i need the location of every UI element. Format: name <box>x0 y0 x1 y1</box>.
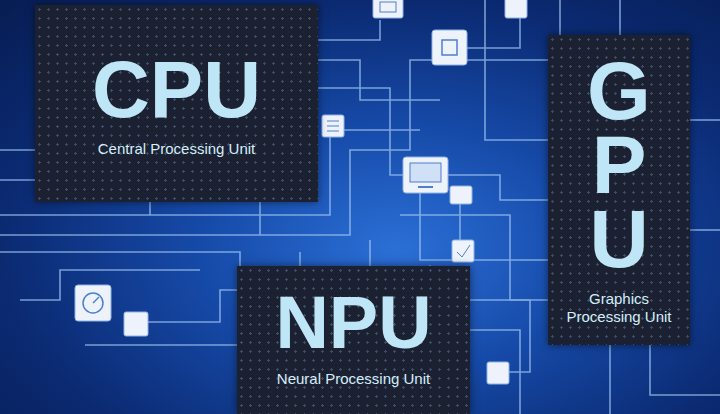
chip-acronym: NPU <box>275 286 431 360</box>
chip-acronym: CPU <box>92 50 261 130</box>
icon <box>373 0 403 18</box>
chip-full-name: Neural Processing Unit <box>277 370 430 388</box>
chip-full-name: Graphics Processing Unit <box>564 290 674 326</box>
icon <box>124 312 148 336</box>
chip-icon <box>432 30 467 65</box>
chip-acronym: GPU <box>578 54 660 275</box>
icon <box>505 0 527 18</box>
monitor-glyph <box>410 163 441 182</box>
gpu-panel: GPU Graphics Processing Unit <box>548 35 690 345</box>
cpu-panel: CPU Central Processing Unit <box>35 5 318 202</box>
icon-glyph <box>327 121 339 131</box>
icon <box>450 186 472 204</box>
chip-glyph <box>442 40 457 55</box>
icon-glyph <box>380 2 396 12</box>
chip-full-name: Central Processing Unit <box>98 140 256 158</box>
gauge-glyph <box>83 293 103 313</box>
icon <box>452 240 474 262</box>
npu-panel: NPU Neural Processing Unit <box>237 266 470 414</box>
icon <box>322 115 344 137</box>
icon-glyph <box>457 245 470 257</box>
monitor-stand <box>418 186 433 188</box>
monitor-icon <box>403 157 448 193</box>
gauge-needle <box>93 297 99 303</box>
icon <box>487 362 509 384</box>
gauge-icon <box>75 285 111 321</box>
